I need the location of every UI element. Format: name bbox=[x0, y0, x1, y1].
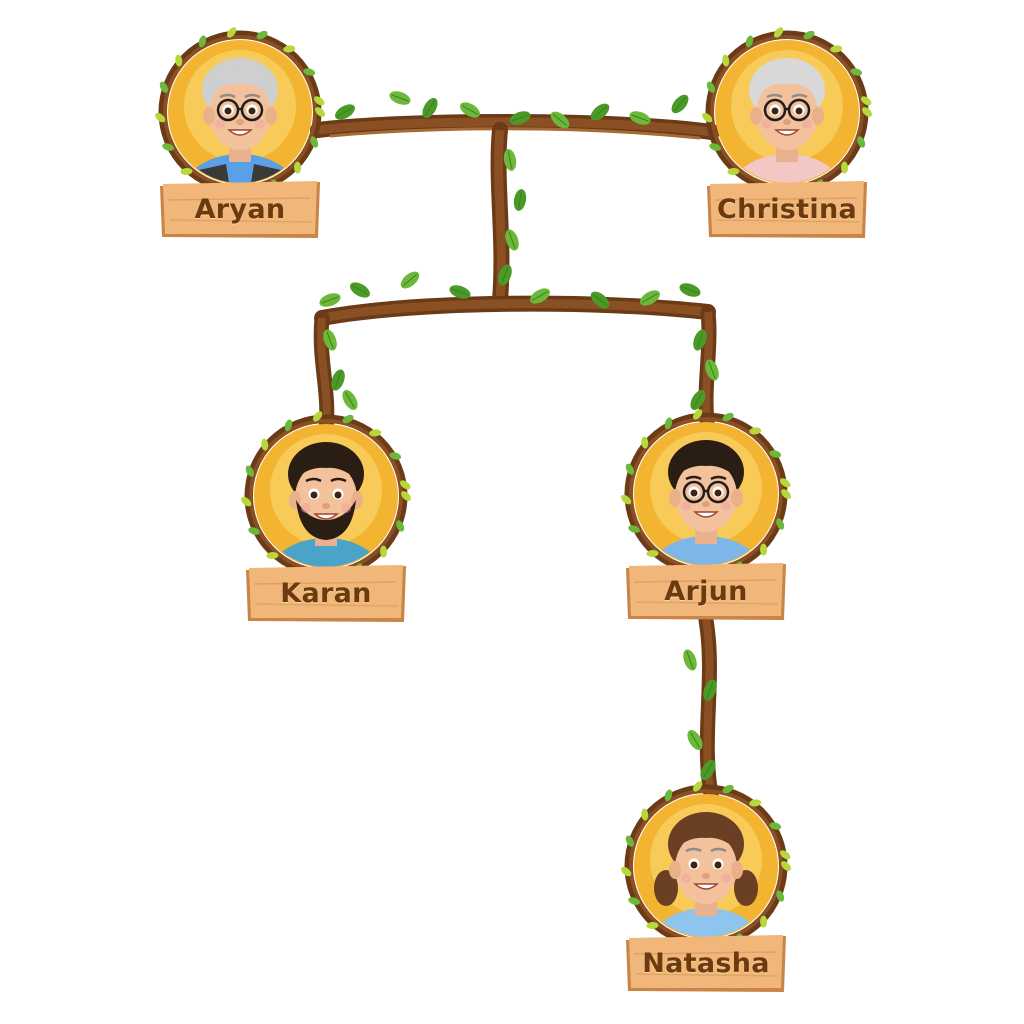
leaf-icon bbox=[509, 111, 531, 125]
person-illustration bbox=[268, 442, 384, 567]
leaf-icon bbox=[700, 760, 716, 780]
leaf-icon bbox=[319, 293, 341, 307]
member-name: Karan bbox=[280, 577, 372, 609]
person-illustration bbox=[648, 440, 764, 565]
leaf-icon bbox=[683, 649, 697, 671]
member-name: Aryan bbox=[194, 193, 286, 225]
leaf-icon bbox=[687, 730, 703, 750]
person-illustration bbox=[648, 812, 764, 937]
vine-leaves bbox=[319, 91, 719, 780]
avatar bbox=[621, 409, 791, 579]
leaf-icon bbox=[503, 149, 517, 171]
leaf-icon bbox=[690, 390, 706, 410]
leaf-icon bbox=[640, 290, 660, 306]
person-illustration bbox=[729, 58, 845, 183]
leaf-icon bbox=[505, 229, 519, 251]
member-name: Arjun bbox=[664, 575, 748, 607]
leaf-icon bbox=[498, 264, 512, 286]
leaf-icon bbox=[323, 329, 337, 351]
member-name: Natasha bbox=[642, 947, 770, 979]
leaf-icon bbox=[550, 111, 570, 129]
leaf-icon bbox=[335, 104, 355, 120]
member-node-natasha: Natasha bbox=[616, 781, 796, 1001]
leaf-icon bbox=[449, 285, 471, 299]
leaf-icon bbox=[389, 91, 411, 105]
leaf-icon bbox=[705, 359, 719, 381]
member-name: Christina bbox=[717, 193, 857, 225]
vine-drop-natasha bbox=[698, 612, 720, 808]
leaf-icon bbox=[530, 288, 550, 304]
leaf-icon bbox=[422, 98, 438, 118]
avatar bbox=[621, 781, 791, 951]
leaf-icon bbox=[460, 102, 480, 118]
leaf-icon bbox=[331, 369, 345, 391]
member-node-karan: Karan bbox=[236, 411, 416, 631]
leaf-icon bbox=[400, 271, 420, 289]
leaf-icon bbox=[693, 329, 707, 351]
leaf-icon bbox=[679, 283, 701, 297]
leaf-icon bbox=[590, 103, 610, 121]
leaf-icon bbox=[671, 94, 689, 114]
member-node-aryan: Aryan bbox=[150, 27, 330, 247]
member-node-christina: Christina bbox=[697, 27, 877, 247]
leaf-icon bbox=[513, 189, 527, 211]
leaf-icon bbox=[342, 390, 358, 410]
vine-children-bar bbox=[314, 295, 716, 326]
leaf-icon bbox=[703, 679, 717, 701]
leaf-icon bbox=[590, 291, 610, 309]
leaf-icon bbox=[350, 282, 370, 298]
member-node-arjun: Arjun bbox=[616, 409, 796, 629]
leaf-icon bbox=[629, 111, 651, 125]
